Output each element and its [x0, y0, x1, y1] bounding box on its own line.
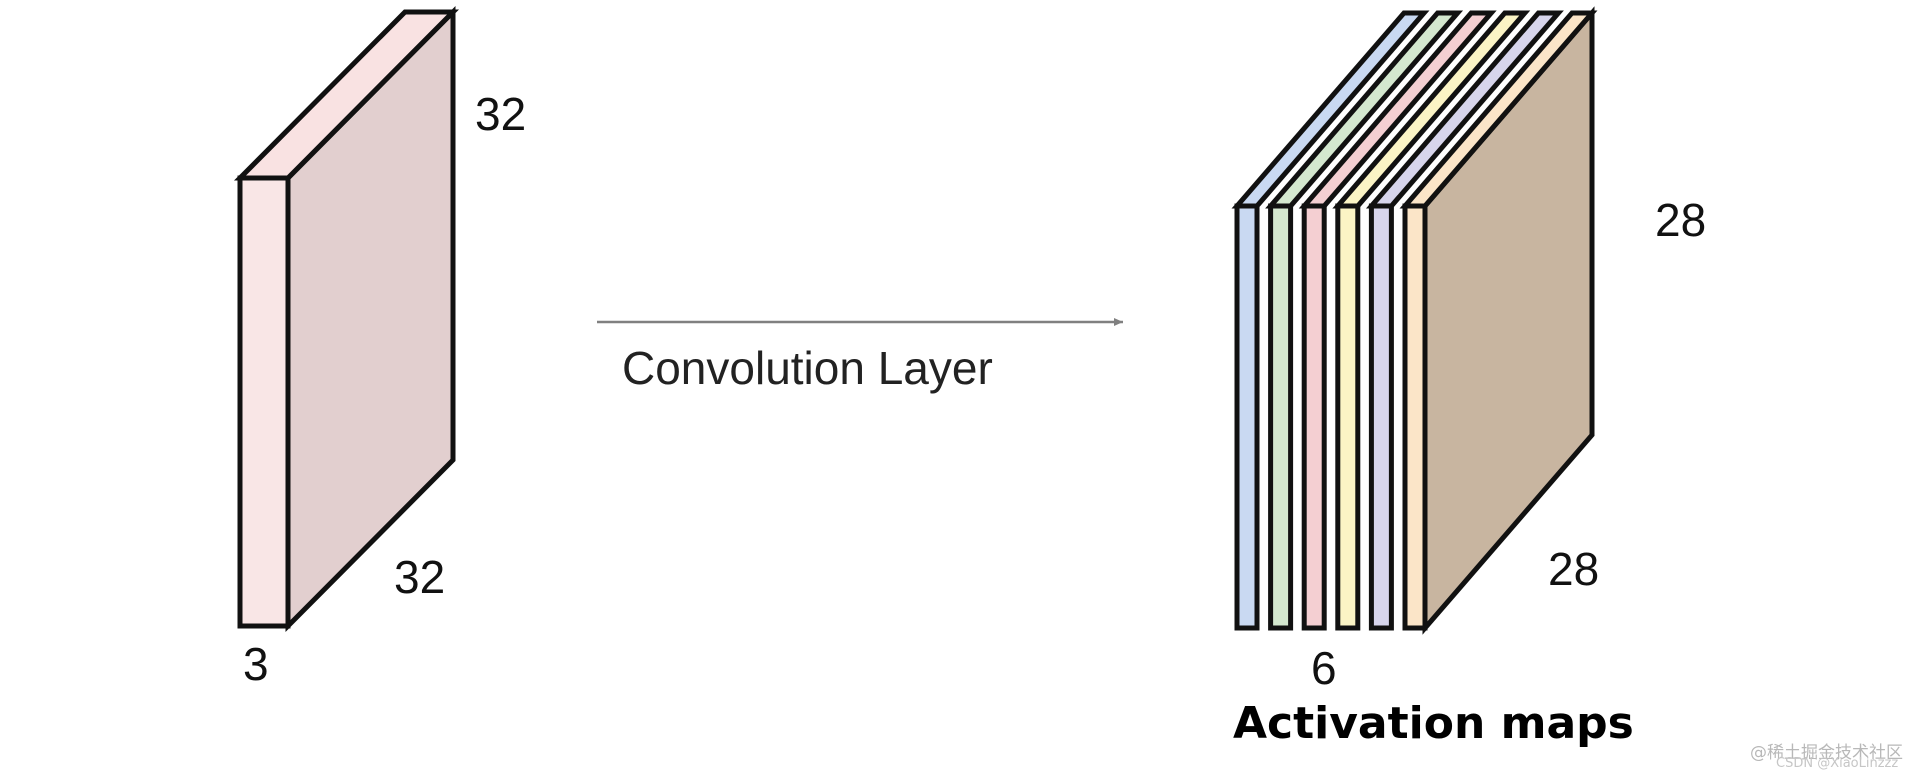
output-width-label: 28 — [1548, 543, 1599, 595]
activation-map-slice-front — [1268, 203, 1294, 631]
activation-map-slice-front — [1234, 203, 1260, 631]
activation-map-slice-front — [1335, 203, 1361, 631]
input-height-label: 32 — [475, 88, 526, 140]
input-volume — [233, 5, 460, 633]
input-depth-label: 3 — [243, 638, 269, 690]
input-volume-front-face — [237, 175, 291, 629]
activation-map-slice-front — [1402, 203, 1428, 631]
input-width-label: 32 — [394, 551, 445, 603]
convolution-layer-label: Convolution Layer — [622, 342, 993, 394]
output-depth-label: 6 — [1311, 642, 1337, 694]
output-volume — [1231, 6, 1598, 635]
activation-maps-caption: Activation maps — [1233, 698, 1634, 749]
activation-map-slice-front — [1301, 203, 1327, 631]
watermark-secondary: CSDN @XiaoLinzzz — [1776, 756, 1898, 771]
activation-map-slice-front — [1368, 203, 1394, 631]
output-height-label: 28 — [1655, 194, 1706, 246]
watermark-primary: @稀土掘金技术社区 — [1750, 743, 1903, 763]
